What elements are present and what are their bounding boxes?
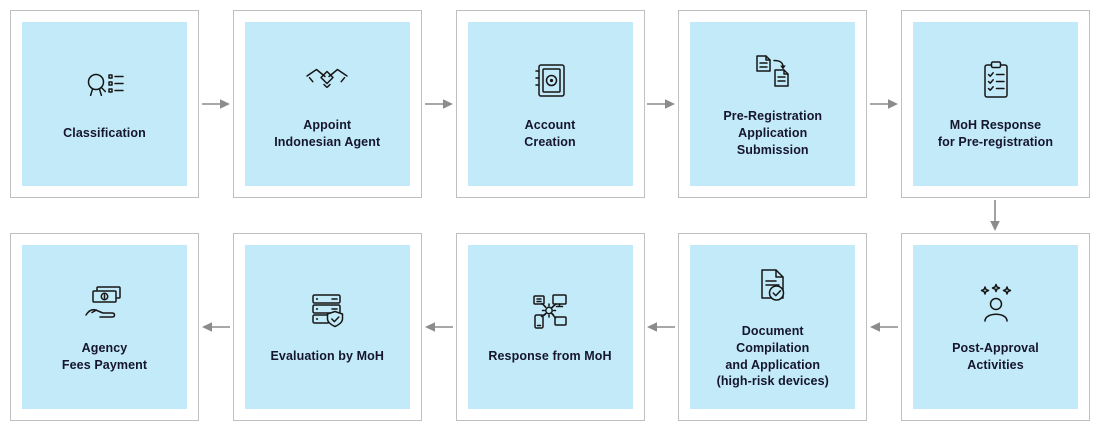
step-label: Classification <box>63 126 146 141</box>
arrow-right-icon <box>867 98 901 110</box>
arrow-right-icon <box>645 98 679 110</box>
arrow-left-icon <box>867 321 901 333</box>
step-card-response-from-moh: Response from MoH <box>455 233 645 421</box>
clipboard-checklist-icon <box>973 58 1019 104</box>
step-card-classification: Classification <box>10 10 199 198</box>
magnifier-checklist-icon <box>82 66 128 112</box>
step-label: Pre-Registration Application Submission <box>723 109 823 157</box>
arrow-right-icon <box>422 98 456 110</box>
step-label: Account Creation <box>524 117 576 149</box>
arrow-right-icon <box>199 98 233 110</box>
step-label: Agency Fees Payment <box>61 340 148 372</box>
step-card-moh-response-preregistration: MoH Response for Pre-registration <box>901 10 1090 198</box>
network-devices-icon <box>527 289 573 335</box>
safe-account-icon <box>527 58 573 104</box>
step-label: Post-Approval Activities <box>952 340 1039 372</box>
step-label: Evaluation by MoH <box>270 349 385 364</box>
connector-row <box>10 198 1090 233</box>
step-card-appoint-agent: Appoint Indonesian Agent <box>232 10 422 198</box>
handshake-icon <box>304 58 350 104</box>
step-label: Response from MoH <box>488 349 612 364</box>
step-label: MoH Response for Pre-registration <box>937 117 1054 149</box>
step-card-post-approval-activities: Post-Approval Activities <box>901 233 1090 421</box>
step-card-document-compilation: Document Compilation and Application (hi… <box>678 233 868 421</box>
step-card-account-creation: Account Creation <box>455 10 645 198</box>
step-label: Appoint Indonesian Agent <box>274 117 381 149</box>
step-label: Document Compilation and Application (hi… <box>716 323 829 389</box>
flow-row-bottom: Agency Fees Payment <box>10 233 1090 421</box>
person-stars-icon <box>973 281 1019 327</box>
flow-row-top: Classification Appo <box>10 10 1090 198</box>
step-card-preregistration-submission: Pre-Registration Application Submission <box>678 10 868 198</box>
step-card-agency-fees-payment: Agency Fees Payment <box>10 233 199 421</box>
arrow-left-icon <box>199 321 233 333</box>
money-hand-icon <box>82 281 128 327</box>
arrow-left-icon <box>422 321 456 333</box>
documents-transfer-icon <box>750 49 796 95</box>
arrow-left-icon <box>645 321 679 333</box>
document-check-icon <box>750 264 796 310</box>
step-card-evaluation-by-moh: Evaluation by MoH <box>232 233 422 421</box>
server-shield-icon <box>304 289 350 335</box>
arrow-down-icon <box>989 199 1001 232</box>
